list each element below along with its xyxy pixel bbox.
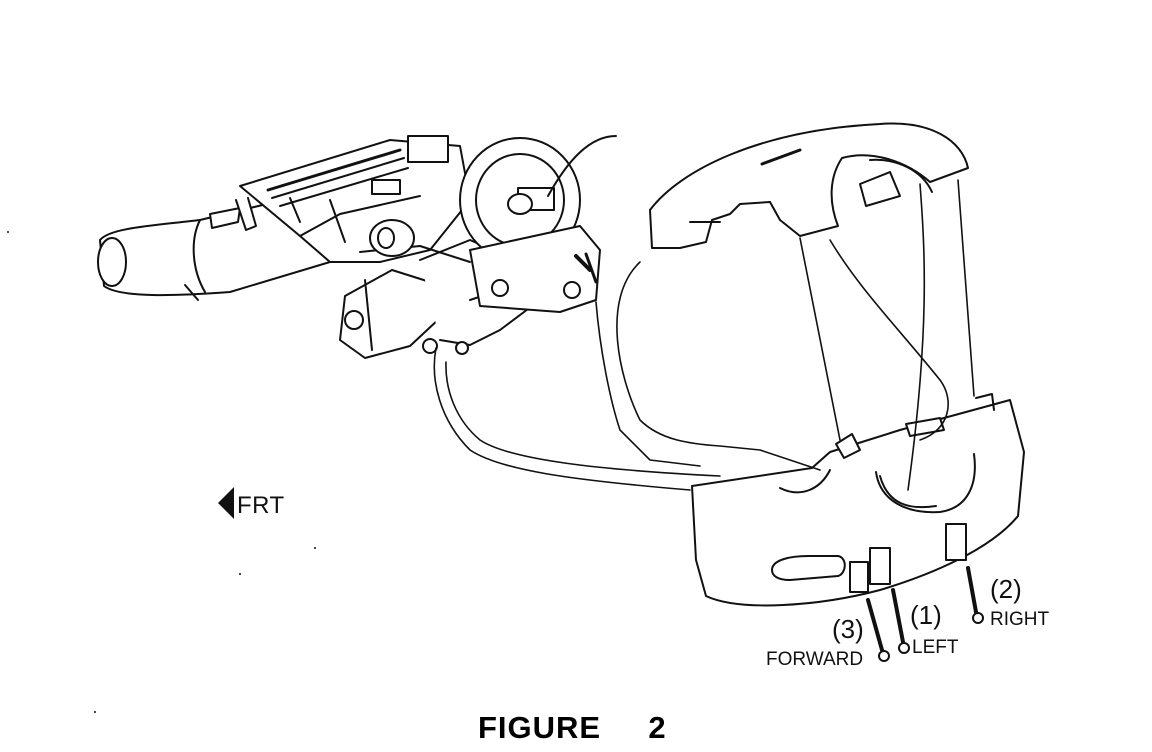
scan-specks xyxy=(7,231,316,713)
fastener-1-name: LEFT xyxy=(912,637,959,658)
fastener-2-number: (2) xyxy=(990,574,1022,604)
clock-spring-assembly xyxy=(459,135,617,313)
upper-trim-cover xyxy=(649,122,969,249)
frt-label: FRT xyxy=(237,492,285,519)
fastener-1-number: (1) xyxy=(910,600,942,630)
fastener-3-name: FORWARD xyxy=(766,649,864,670)
leader-lines xyxy=(433,179,975,491)
screw-forward xyxy=(866,598,890,662)
screw-right xyxy=(966,566,984,624)
fastener-2-name: RIGHT xyxy=(990,609,1050,630)
figure-caption: FIGURE 2 xyxy=(478,710,667,745)
lower-trim-cover xyxy=(691,393,1025,607)
left-arrow-icon xyxy=(218,487,234,519)
screw-left xyxy=(891,588,910,654)
fastener-3-number: (3) xyxy=(832,614,864,644)
steering-column-tube xyxy=(97,195,331,301)
